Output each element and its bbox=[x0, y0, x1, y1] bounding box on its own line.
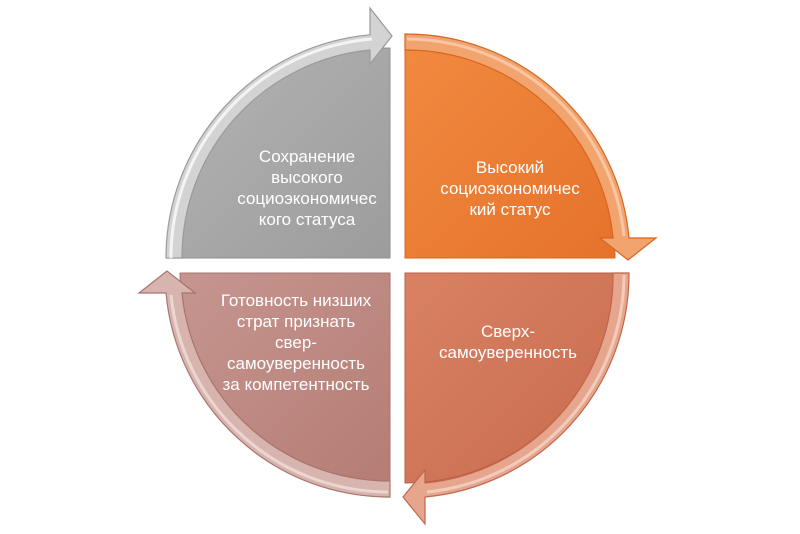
sector-bottom-right bbox=[404, 272, 616, 484]
step-label-top-right: Высокий социоэкономичес кий статус bbox=[440, 158, 580, 219]
arrow-top-left-highlight bbox=[169, 37, 373, 259]
sector-top-right bbox=[404, 47, 616, 259]
step-label-bottom-right: Сверх- самоуверенность bbox=[439, 322, 577, 362]
arrow-top-right-highlight bbox=[406, 37, 626, 237]
arrow-bottom-right-highlight bbox=[426, 274, 626, 494]
step-label-top-left: Сохранение высокого социоэкономичес кого… bbox=[237, 147, 377, 229]
arrow-bottom-left-highlight bbox=[169, 294, 389, 494]
step-label-bottom-left: Готовность низших страт признать свер- с… bbox=[220, 291, 372, 394]
